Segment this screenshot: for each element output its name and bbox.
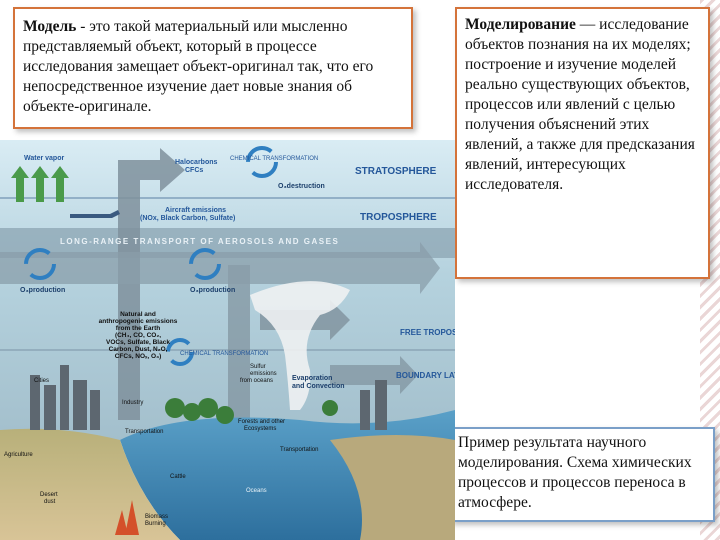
- airplane-icon: [70, 210, 120, 218]
- label-oceans: Oceans: [246, 488, 267, 494]
- cycle-icons: [24, 146, 278, 366]
- natural-emissions-line-4: (CH₄, CO, CO₂,: [115, 332, 161, 339]
- chem-cycle-2: [24, 248, 56, 280]
- label-free-troposphere: FREE TROPOSPHERE: [400, 328, 455, 337]
- natural-emissions-line-3: from the Earth: [116, 325, 160, 332]
- arrow-to-boundary-layer: [330, 356, 418, 394]
- tree-1: [165, 398, 185, 418]
- label-transportation-2: Transportation: [280, 447, 318, 453]
- city-buildings: [30, 365, 387, 430]
- label-long-range-transport: LONG-RANGE TRANSPORT OF AEROSOLS AND GAS…: [60, 237, 339, 246]
- building-3: [60, 365, 69, 430]
- label-biomass: Biomass: [145, 514, 168, 520]
- label-aircraft-emissions: Aircraft emissions: [165, 207, 226, 214]
- label-burning: Burning: [145, 521, 166, 527]
- natural-emissions-line-6: Carbon, Dust, N₂O,: [109, 346, 168, 353]
- tree-2: [183, 403, 201, 421]
- tornado-cloud: [250, 281, 350, 410]
- label-sulfur: Sulfur: [250, 364, 266, 370]
- label-aircraft-emissions-2: (NOx, Black Carbon, Sulfate): [140, 215, 235, 222]
- label-dust: dust: [44, 499, 56, 505]
- label-chem-transformation-3: CHEMICAL TRANSFORMATION: [180, 351, 268, 357]
- label-o3-destruction: O₃destruction: [278, 183, 325, 190]
- label-halocarbons: Halocarbons: [175, 159, 218, 166]
- label-convection: and Convection: [292, 383, 345, 390]
- building-7: [375, 380, 387, 430]
- label-forests: Forests and other: [238, 419, 285, 425]
- building-2: [44, 385, 56, 430]
- tree-4: [216, 406, 234, 424]
- label-o3-production-1: O₃production: [20, 287, 65, 294]
- building-1: [30, 375, 40, 430]
- label-chem-transformation: CHEMICAL TRANSFORMATION: [230, 156, 318, 162]
- forest: [165, 398, 338, 424]
- building-4: [73, 380, 87, 430]
- tree-3: [198, 398, 218, 418]
- fire-flame-2: [125, 500, 139, 535]
- label-forests-2: Ecosystems: [244, 426, 276, 432]
- modeling-term: Моделирование: [465, 16, 576, 33]
- land-right: [330, 435, 455, 540]
- natural-emissions-line-1: Natural and: [120, 311, 156, 318]
- natural-emissions-line-5: VOCs, Sulfate, Black: [106, 339, 170, 346]
- chem-cycle-4: [166, 338, 194, 366]
- chem-cycle-3: [189, 248, 221, 280]
- label-stratosphere: STRATOSPHERE: [355, 166, 437, 177]
- label-o3-production-2: O₃production: [190, 287, 235, 294]
- label-desert: Desert: [40, 492, 58, 498]
- definition-model-box: Модель - это такой материальный или мысл…: [13, 7, 413, 129]
- water-vapor-arrow-1: [11, 166, 29, 202]
- tree-5: [322, 400, 338, 416]
- land: [0, 428, 180, 540]
- water-vapor-arrow-3: [51, 166, 69, 202]
- definition-modeling-box: Моделирование — исследование объектов по…: [455, 7, 710, 279]
- vertical-arrow-left: [118, 148, 185, 420]
- modeling-dash: —: [575, 16, 600, 33]
- modeling-definition-text: исследование объектов познания на их мод…: [465, 16, 695, 193]
- label-sulfur-2: emissions: [250, 371, 277, 377]
- model-definition-text: - это такой материальный или мысленно пр…: [23, 18, 374, 115]
- vertical-arrow-right: [228, 265, 250, 420]
- label-transportation-1: Transportation: [125, 429, 163, 435]
- label-sulfur-3: from oceans: [240, 378, 273, 384]
- label-cfcs: CFCs: [185, 167, 203, 174]
- fire-flame-1: [115, 510, 128, 535]
- building-6: [360, 390, 370, 430]
- fire: [115, 500, 139, 535]
- natural-emissions-line-7: CFCs, NOₓ, O₃): [115, 353, 162, 360]
- label-industry: Industry: [122, 400, 143, 406]
- diagram-caption-box: Пример результата научного моделирования…: [450, 427, 715, 522]
- label-evaporation: Evaporation: [292, 375, 332, 382]
- model-term: Модель: [23, 18, 77, 35]
- building-5: [90, 390, 100, 430]
- label-water-vapor: Water vapor: [24, 155, 64, 162]
- natural-emissions-line-2: anthropogenic emissions: [99, 318, 178, 325]
- label-cattle: Cattle: [170, 474, 186, 480]
- label-cities: Cities: [34, 378, 49, 384]
- water-vapor-arrow-2: [31, 166, 49, 202]
- chem-cycle-1: [246, 146, 278, 178]
- label-troposphere: TROPOSPHERE: [360, 212, 437, 223]
- caption-text: Пример результата научного моделирования…: [458, 434, 692, 511]
- atmosphere-diagram: Water vapor Halocarbons CFCs O₃destructi…: [0, 140, 455, 540]
- label-agriculture: Agriculture: [4, 452, 33, 458]
- label-boundary-layer: BOUNDARY LAYER: [396, 371, 455, 380]
